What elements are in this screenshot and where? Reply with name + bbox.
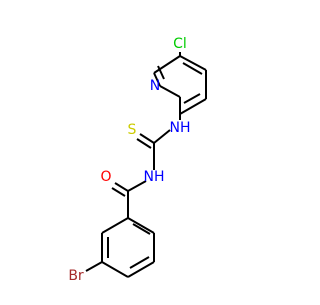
bond-b3-b4 (127, 261, 155, 278)
chlorine-label: Cl (173, 36, 187, 52)
structure-svg: Cl N NH S NH O Br (68, 36, 207, 284)
bond-b1-b2-double (132, 223, 151, 235)
bond-c4-c3-double (182, 62, 203, 75)
bond-c6-c5 (153, 55, 181, 74)
bond-nh-cs (153, 129, 171, 144)
amide-nh-label: NH (144, 169, 165, 185)
bond-n1-c6 (153, 72, 161, 87)
bond-cs-s (139, 133, 155, 144)
thiourea-nh-label: NH (170, 120, 191, 136)
bond-co-o (114, 182, 129, 192)
bond-c3-c2-double (183, 93, 201, 104)
bond-c5-c4 (179, 55, 207, 71)
molecule-diagram: Cl N NH S NH O Br (68, 36, 207, 284)
bond-b5-br (85, 261, 103, 272)
atom-labels: Cl N NH S NH O Br (68, 36, 190, 284)
bond-co-o-double (111, 187, 126, 197)
bond-nh2-co (127, 180, 147, 192)
bond-b3-b4-double (129, 256, 150, 269)
pyridine-nitrogen-label: N (150, 78, 160, 94)
bromine-label: Br (68, 268, 84, 284)
bonds (85, 52, 207, 278)
bond-n1-c6-double (157, 65, 165, 80)
bond-c2-n1 (159, 85, 181, 98)
bond-b4-b5 (101, 261, 129, 278)
bond-b6-b1 (101, 217, 129, 234)
bond-c3-c2 (179, 98, 207, 115)
oxygen-label: O (100, 169, 111, 185)
sulfur-label: S (128, 122, 137, 138)
bond-b1-b2 (127, 217, 155, 234)
bond-cs-s-double (136, 138, 152, 149)
